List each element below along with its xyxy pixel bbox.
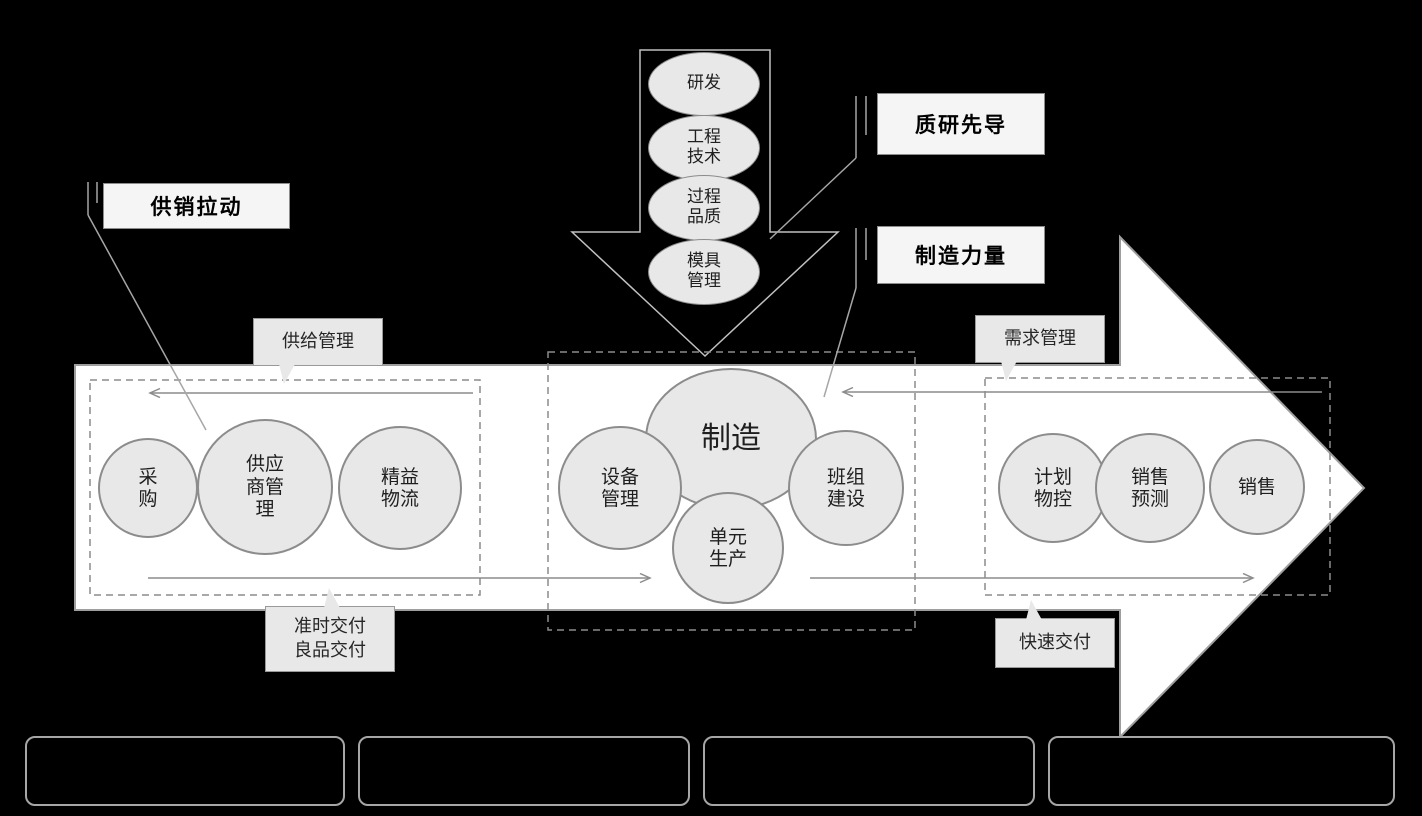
bottom-slot-1	[25, 736, 345, 806]
sales-group-frame	[984, 377, 1331, 596]
callout-on-time-delivery: 准时交付 良品交付	[265, 588, 395, 672]
quality-lead-leader-line	[769, 157, 857, 240]
circle-plan-material-control: 计划 物控	[998, 433, 1108, 543]
callout-supply-management: 供给管理	[253, 318, 383, 384]
callout-fast-delivery-pointer	[1026, 600, 1042, 620]
rd-down-arrow-outline	[570, 49, 840, 358]
bottom-slot-2	[358, 736, 690, 806]
callout-demand-management: 需求管理	[975, 315, 1105, 381]
bottom-slot-3	[703, 736, 1035, 806]
callout-fast-delivery: 快速交付	[995, 600, 1115, 668]
circle-lean-logistics: 精益 物流	[338, 426, 462, 550]
callout-demand-management-pointer	[1001, 361, 1017, 381]
callout-on-time-delivery-pointer	[324, 588, 340, 608]
funnel-stage-mold-management: 模具 管理	[648, 239, 760, 305]
callout-fast-delivery-label: 快速交付	[1019, 631, 1091, 653]
circle-procurement: 采 购	[98, 438, 198, 538]
tag-manufacturing-power: 制造力量	[877, 226, 1045, 284]
bottom-slot-4	[1048, 736, 1395, 806]
tag-supply-sales-pull: 供销拉动	[103, 183, 290, 229]
funnel-stage-process-quality: 过程 品质	[648, 175, 760, 241]
circle-cell-production: 单元 生产	[672, 492, 784, 604]
circle-sales-forecast: 销售 预测	[1095, 433, 1205, 543]
funnel-stage-engineering: 工程 技术	[648, 115, 760, 181]
circle-sales: 销售	[1209, 439, 1305, 535]
callout-supply-management-label: 供给管理	[282, 330, 354, 352]
circle-equipment-management: 设备 管理	[558, 426, 682, 550]
circle-supplier-management: 供应 商管 理	[197, 419, 333, 555]
callout-on-time-delivery-label: 准时交付 良品交付	[294, 615, 366, 661]
supply-pull-leader-line	[87, 214, 207, 431]
callout-supply-management-pointer	[279, 364, 295, 384]
funnel-stage-rd: 研发	[648, 52, 760, 116]
callout-demand-management-label: 需求管理	[1004, 327, 1076, 349]
manufacturing-group-frame	[547, 351, 916, 631]
circle-team-building: 班组 建设	[788, 430, 904, 546]
manufacturing-power-leader-line	[823, 287, 857, 398]
tag-quality-research-lead: 质研先导	[877, 93, 1045, 155]
